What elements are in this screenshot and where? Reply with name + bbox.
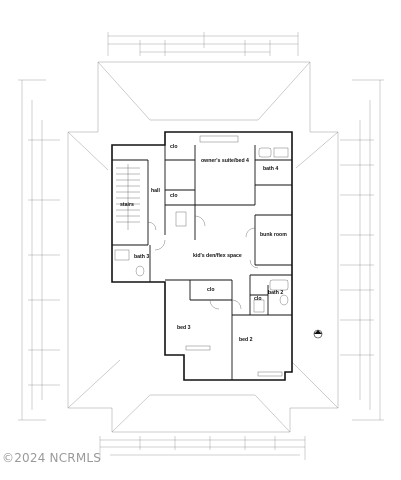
exterior-walls bbox=[111, 131, 293, 381]
room-label-bath4: bath 4 bbox=[263, 166, 278, 172]
room-label-bed2: bed 2 bbox=[239, 337, 253, 343]
interior-walls bbox=[111, 145, 292, 380]
fixtures bbox=[114, 135, 289, 377]
door-swings bbox=[147, 215, 259, 310]
top-dimension-lines bbox=[107, 32, 299, 56]
room-label-bath2: bath 2 bbox=[268, 290, 283, 296]
room-label-bunk-room: bunk room bbox=[260, 232, 287, 238]
roof-outline bbox=[67, 61, 339, 433]
room-labels: owner's suite/bed 4 bath 4 clo clo hall … bbox=[120, 144, 287, 343]
north-arrow-icon bbox=[313, 329, 323, 339]
stair-treads bbox=[116, 164, 140, 230]
left-dimension-lines bbox=[18, 79, 60, 421]
room-label-stairs: stairs bbox=[120, 202, 134, 208]
room-label-clo-c: clo bbox=[207, 287, 215, 293]
bottom-dimension-lines bbox=[99, 436, 306, 460]
room-label-clo-a: clo bbox=[170, 144, 178, 150]
room-label-clo-d: clo bbox=[254, 296, 262, 302]
room-label-clo-b: clo bbox=[170, 193, 178, 199]
right-dimension-lines bbox=[340, 79, 384, 421]
room-label-bath3: bath 3 bbox=[134, 254, 149, 260]
room-label-owners-suite: owner's suite/bed 4 bbox=[201, 158, 249, 164]
room-label-bed3: bed 3 bbox=[177, 325, 191, 331]
room-label-hall: hall bbox=[151, 188, 160, 194]
watermark: ©2024 NCRMLS bbox=[2, 451, 102, 465]
room-label-kids-den: kid's den/flex space bbox=[193, 253, 242, 259]
